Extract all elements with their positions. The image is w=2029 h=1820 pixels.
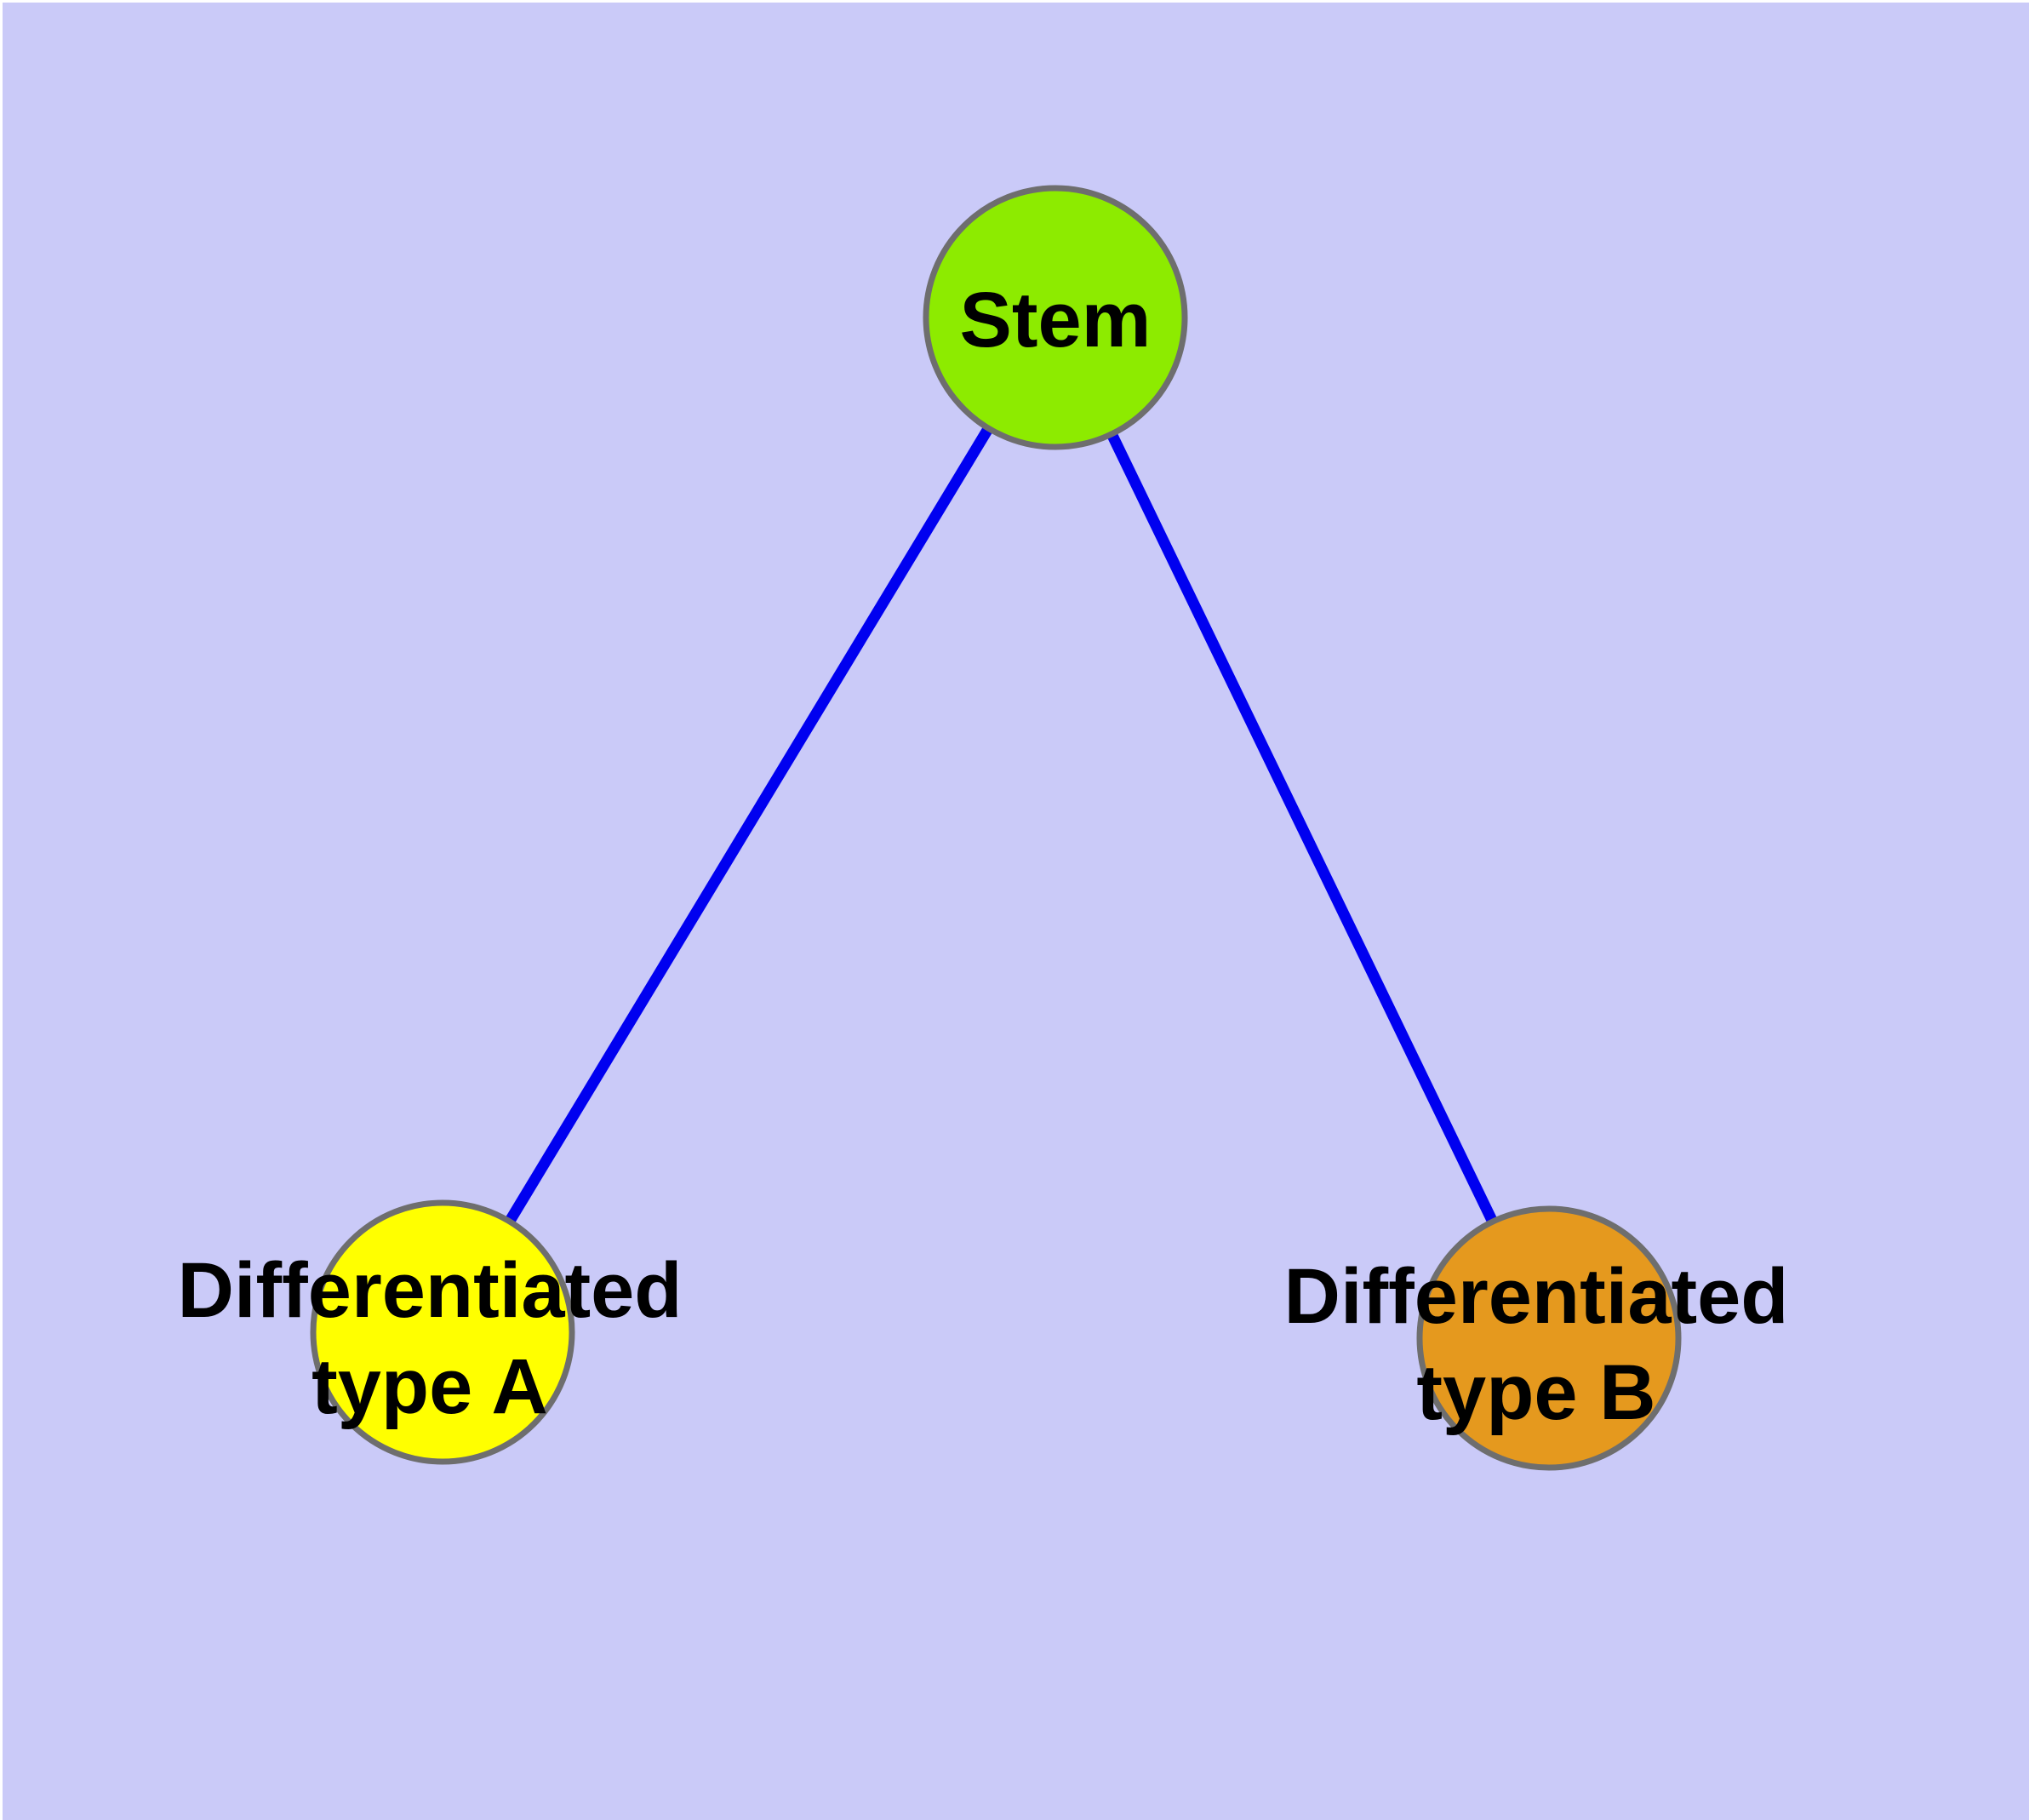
edge-group [437,314,1554,1341]
edge-stem-to-type-b [1050,315,1554,1341]
edge-stem-to-type-a [437,314,1060,1336]
node-type-a-circle [310,1199,575,1465]
node-type-b-circle [1416,1205,1682,1471]
node-stem-circle [923,185,1188,450]
node-type-b-label-line1: Differentiated [1284,1253,1789,1340]
node-differentiated-type-a: Differentiated type A [178,1199,683,1465]
node-stem: Stem [923,185,1188,450]
node-type-a-label-line1: Differentiated [178,1247,683,1334]
node-type-b-label-line2: type B [1416,1349,1655,1436]
node-differentiated-type-b: Differentiated type B [1284,1205,1789,1471]
node-stem-label: Stem [960,277,1152,363]
node-type-a-label-line2: type A [311,1343,548,1430]
